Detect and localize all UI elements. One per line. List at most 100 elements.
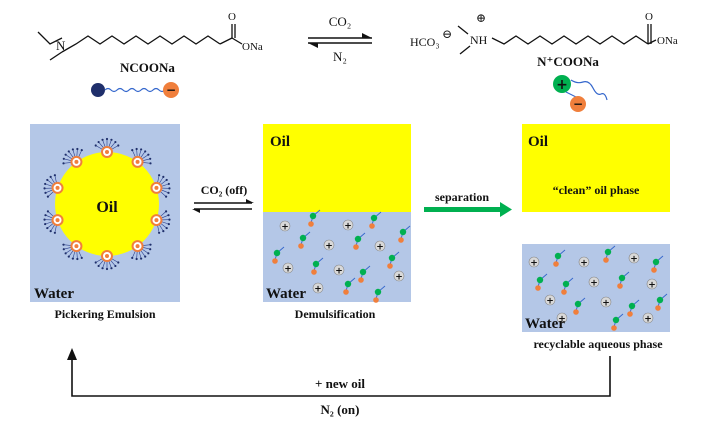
- cation-particle: +: [323, 239, 335, 252]
- svg-text:+: +: [376, 243, 384, 253]
- pickering-emulsion-caption: Pickering Emulsion: [54, 307, 155, 321]
- stabilizer-particle: [150, 210, 171, 234]
- emulsion-oil-label: Oil: [96, 199, 118, 216]
- emulsion-water-label: Water: [34, 286, 74, 302]
- svg-text:+: +: [580, 259, 588, 269]
- n2-on-label: N₂ (on): [321, 402, 360, 417]
- svg-text:−: −: [166, 83, 176, 97]
- surfactant-pair: [651, 255, 664, 273]
- cation-particle: +: [556, 312, 568, 325]
- minus-charge-symbol: ⊖: [442, 27, 452, 41]
- co2-off-double-arrow: [192, 199, 254, 213]
- svg-text:+: +: [344, 222, 352, 232]
- surfactant-pair: [655, 293, 668, 311]
- cation-particle: +: [544, 294, 556, 307]
- surfactant-pair: [343, 277, 356, 295]
- cation-particle: +: [312, 282, 324, 295]
- cation-particle: +: [642, 312, 654, 325]
- cation-particle: +: [342, 219, 354, 232]
- oil-droplet: [55, 152, 159, 256]
- n-atom-label: N: [56, 38, 66, 53]
- clean-oil-label: Oil: [528, 134, 548, 150]
- hco3-label: HCO₃: [410, 35, 440, 49]
- n-plus-coona-structure: [457, 24, 657, 55]
- surfactant-pair: [603, 245, 616, 263]
- co2-n2-reversible-arrows: [308, 33, 372, 48]
- surfactant-pair: [398, 225, 411, 243]
- stabilizer-particle: [94, 250, 120, 271]
- separation-label: separation: [435, 190, 489, 204]
- plus-charge-symbol: ⊕: [476, 11, 486, 25]
- svg-text:+: +: [644, 315, 652, 325]
- svg-text:+: +: [630, 255, 638, 265]
- cation-particle: +: [578, 256, 590, 269]
- demulsified-oil-label: Oil: [270, 134, 290, 150]
- cation-particle: +: [374, 240, 386, 253]
- clean-oil-caption: “clean” oil phase: [553, 183, 640, 197]
- stabilizer-particle: [62, 240, 83, 261]
- svg-text:+: +: [556, 77, 568, 93]
- carbonyl-o-label-right: O: [645, 11, 653, 23]
- n-plus-coona-name: N⁺COONa: [537, 54, 599, 69]
- demulsified-oil-layer: [263, 124, 411, 212]
- new-oil-label: + new oil: [315, 376, 365, 391]
- surfactant-pair: [573, 297, 586, 315]
- stabilizer-particle: [43, 210, 64, 234]
- ncoona-surfactant-icon: −: [91, 82, 179, 98]
- svg-text:+: +: [335, 267, 343, 277]
- n2-reverse-label: N₂: [333, 49, 347, 64]
- cation-particle: +: [646, 278, 658, 291]
- surfactant-pair: [553, 249, 566, 267]
- surfactant-pair: [627, 299, 640, 317]
- svg-text:+: +: [314, 285, 322, 295]
- surfactant-pair: [387, 251, 400, 269]
- droplet-surfactants: [43, 137, 171, 271]
- nh-label: NH: [470, 33, 488, 47]
- cation-particle: +: [393, 270, 405, 283]
- recycle-loop-arrow: [67, 348, 611, 397]
- carbonyl-o-label: O: [228, 11, 236, 23]
- svg-text:+: +: [602, 299, 610, 309]
- surfactant-pair: [298, 231, 311, 249]
- svg-text:+: +: [325, 242, 333, 252]
- cation-particle: +: [600, 296, 612, 309]
- ncoona-structure: N O ONa: [37, 11, 263, 61]
- co2-off-label: CO₂ (off): [201, 183, 248, 197]
- surfactant-pair: [369, 211, 382, 229]
- cation-particle: +: [333, 264, 345, 277]
- svg-text:+: +: [558, 315, 566, 325]
- surfactant-pair: [353, 232, 366, 250]
- svg-text:+: +: [590, 279, 598, 289]
- surfactant-pair: [311, 257, 324, 275]
- stabilizer-particle: [94, 137, 120, 158]
- svg-text:+: +: [648, 281, 656, 291]
- ncoona-name: NCOONa: [120, 60, 175, 75]
- svg-text:+: +: [395, 273, 403, 283]
- surfactant-pair: [373, 285, 386, 303]
- ona-label: ONa: [242, 41, 263, 53]
- surfactant-pair: [535, 273, 548, 291]
- svg-text:+: +: [281, 223, 289, 233]
- stabilizer-particle: [62, 147, 83, 168]
- clean-oil-panel: [522, 124, 670, 212]
- aqueous-water-label: Water: [525, 316, 565, 332]
- surfactant-pair: [611, 313, 624, 331]
- surfactant-pair: [358, 265, 371, 283]
- cation-particle: +: [279, 220, 291, 233]
- stabilizer-particle: [131, 240, 152, 261]
- surfactant-pair: [617, 271, 630, 289]
- ona-label-right: ONa: [657, 35, 678, 47]
- recyclable-aqueous-caption: recyclable aqueous phase: [533, 337, 663, 351]
- svg-text:+: +: [546, 297, 554, 307]
- stabilizer-particle: [150, 174, 171, 198]
- stabilizer-particle: [131, 147, 152, 168]
- cation-particle: +: [628, 252, 640, 265]
- surfactant-pair: [308, 209, 321, 227]
- demulsified-particles: + + + + + + + +: [272, 209, 411, 303]
- cation-particle: +: [282, 262, 294, 275]
- stabilizer-particle: [43, 174, 64, 198]
- svg-text:−: −: [573, 97, 583, 111]
- cation-particle: +: [588, 276, 600, 289]
- cation-particle: +: [528, 256, 540, 269]
- demulsification-caption: Demulsification: [295, 307, 376, 321]
